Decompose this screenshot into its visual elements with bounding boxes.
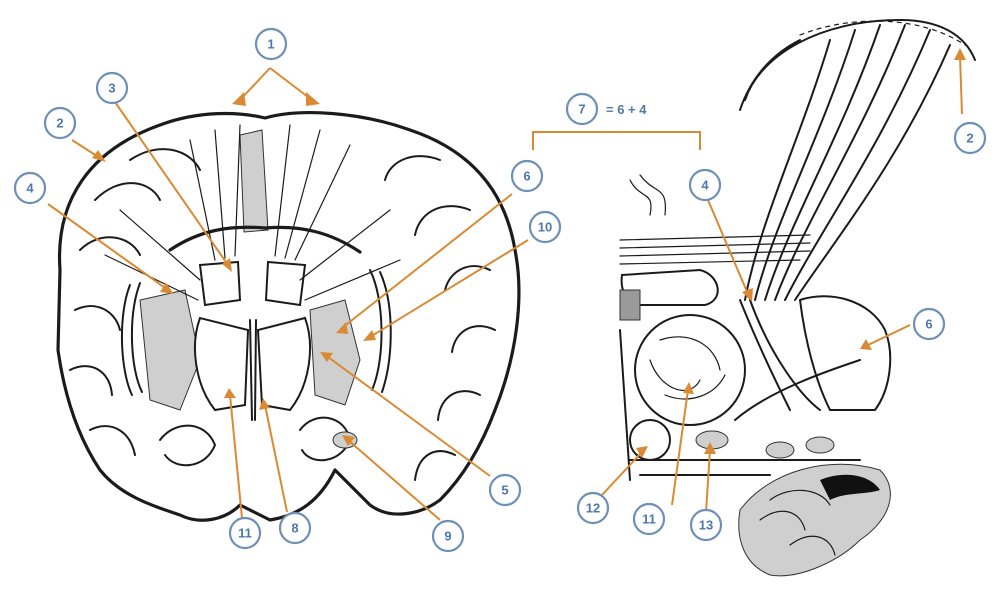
- coronal-shading-right: [310, 300, 360, 405]
- label-3-text: 3: [108, 81, 115, 96]
- label-1: 1: [256, 29, 286, 59]
- label-6-left-text: 6: [523, 169, 530, 184]
- arrow-1-right: [270, 68, 312, 100]
- sagittal-upper-wavy: [630, 175, 665, 215]
- label-12-text: 12: [586, 501, 600, 516]
- label-10: 10: [530, 212, 560, 242]
- coronal-thalamus-right: [258, 318, 310, 410]
- label-11-right-text: 11: [642, 512, 656, 527]
- arrow-1-left: [240, 68, 270, 100]
- sagittal-thalamus: [635, 315, 745, 425]
- coronal-section-illustration: [58, 113, 519, 521]
- coronal-shading-left: [140, 290, 200, 410]
- coronal-outer-cortex: [58, 113, 519, 521]
- label-2-left-text: 2: [56, 116, 63, 131]
- label-8-text: 8: [291, 521, 298, 536]
- label-2-left: 2: [45, 108, 75, 138]
- arrowhead-4b: [742, 288, 753, 302]
- sagittal-callosal-lines: [620, 235, 810, 264]
- sagittal-lentiform: [800, 296, 890, 410]
- label-6-left: 6: [512, 161, 542, 191]
- label-4-right: 4: [690, 170, 720, 200]
- sagittal-cortex-dashes: [800, 21, 965, 45]
- arrowhead-10: [363, 330, 376, 341]
- arrowhead-1-right: [306, 92, 320, 106]
- coronal-third-ventricle: [250, 320, 256, 420]
- label-4-left: 4: [15, 173, 45, 203]
- arrow-8: [265, 405, 287, 512]
- coronal-ventricle-left: [200, 262, 240, 305]
- label-1-text: 1: [267, 37, 274, 52]
- arrow-11a: [230, 395, 242, 518]
- sagittal-pons-node-2: [806, 437, 834, 453]
- label-4-right-text: 4: [701, 178, 709, 193]
- label-5-text: 5: [501, 483, 508, 498]
- sagittal-pons-node-1: [766, 442, 794, 458]
- arrowhead-2b: [954, 48, 966, 60]
- coronal-thalamus-left: [195, 318, 248, 410]
- sagittal-cortical-arc: [740, 20, 975, 110]
- coronal-claustrum-left: [122, 283, 142, 395]
- arrow-5: [328, 357, 490, 476]
- label-7: 7: [567, 94, 597, 124]
- label-6-right: 6: [914, 309, 944, 339]
- label-6-right-text: 6: [925, 317, 932, 332]
- label-9: 9: [433, 521, 463, 551]
- arrow-4a: [48, 204, 168, 290]
- label-8: 8: [280, 513, 310, 543]
- sagittal-red-nucleus: [630, 420, 670, 460]
- arrowhead-1-left: [232, 92, 246, 106]
- label-7-equation: = 6 + 4: [606, 102, 647, 117]
- arrow-12: [602, 452, 642, 495]
- coronal-midline-grey: [240, 130, 268, 232]
- label-2-right: 2: [955, 123, 985, 153]
- label-10-text: 10: [538, 220, 552, 235]
- sagittal-fibre-bundle: [745, 25, 950, 300]
- coronal-ventricle-right: [266, 262, 305, 305]
- label-3: 3: [97, 73, 127, 103]
- label-13: 13: [691, 510, 721, 540]
- bracket-7: [533, 132, 700, 150]
- label-4-left-text: 4: [26, 181, 34, 196]
- label-5: 5: [490, 475, 520, 505]
- label-12: 12: [578, 493, 608, 523]
- sagittal-grey-band: [620, 290, 640, 320]
- label-11-left-text: 11: [238, 526, 252, 541]
- label-11-right: 11: [634, 504, 664, 534]
- label-7-text: 7: [578, 102, 585, 117]
- coronal-hippocampus-left: [160, 426, 215, 466]
- label-9-text: 9: [444, 529, 451, 544]
- label-13-text: 13: [699, 518, 713, 533]
- coronal-corpus-callosum: [170, 227, 360, 252]
- label-11-left: 11: [230, 518, 260, 548]
- arrow-2b: [960, 56, 962, 114]
- label-2-right-text: 2: [966, 131, 973, 146]
- arrow-9: [348, 440, 440, 520]
- sagittal-lentiform-fibres: [735, 300, 860, 420]
